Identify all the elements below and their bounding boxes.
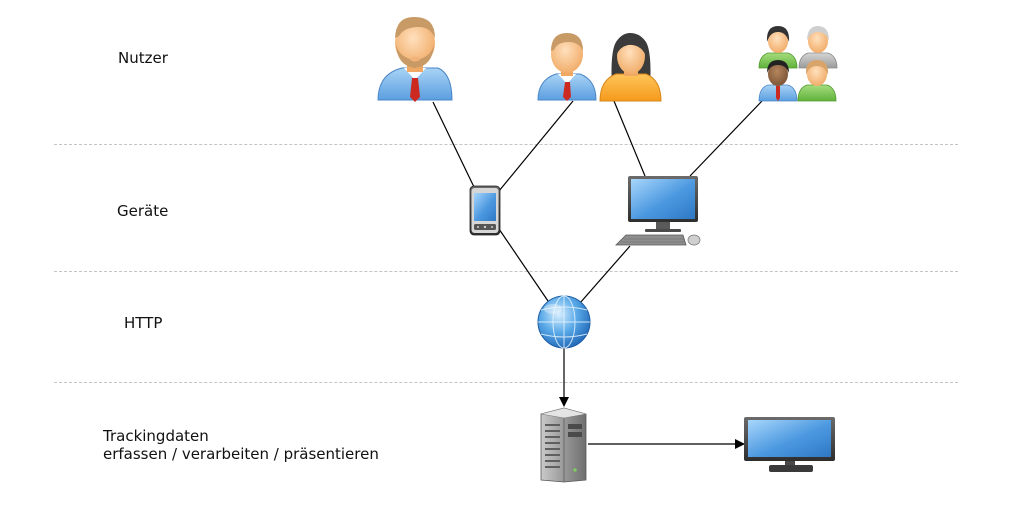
young-man-user-icon <box>537 33 597 101</box>
monitor-icon <box>744 417 835 472</box>
edge-woman-to-desktop <box>613 100 646 177</box>
smartphone-icon <box>469 185 501 236</box>
row-label-text-line2: erfassen / verarbeiten / präsentieren <box>103 445 379 463</box>
row-label-text-line1: Trackingdaten <box>103 427 209 445</box>
row-label-text: Nutzer <box>118 49 168 67</box>
edge-young-to-mobile <box>498 100 574 192</box>
row-label-http: HTTP <box>124 314 162 332</box>
edge-group-to-desktop <box>689 100 763 177</box>
row-label-trackingdaten: Trackingdaten erfassen / verarbeiten / p… <box>103 427 379 463</box>
edge-man-to-mobile <box>432 101 475 188</box>
row-divider <box>54 144 958 145</box>
woman-user-icon <box>599 33 662 102</box>
row-label-text: HTTP <box>124 314 163 332</box>
server-icon <box>540 407 587 483</box>
row-label-text: Geräte <box>117 202 169 220</box>
row-divider <box>54 382 958 383</box>
user-group-icon <box>758 26 838 102</box>
globe-icon <box>537 295 591 349</box>
man-user-icon <box>377 16 453 102</box>
edge-desktop-to-internet <box>579 245 631 304</box>
row-label-geraete: Geräte <box>117 202 168 220</box>
row-label-nutzer: Nutzer <box>118 49 168 67</box>
connector-lines <box>432 100 763 449</box>
row-divider <box>54 271 958 272</box>
desktop-computer-icon <box>615 176 701 246</box>
edge-mobile-to-internet <box>498 228 549 302</box>
